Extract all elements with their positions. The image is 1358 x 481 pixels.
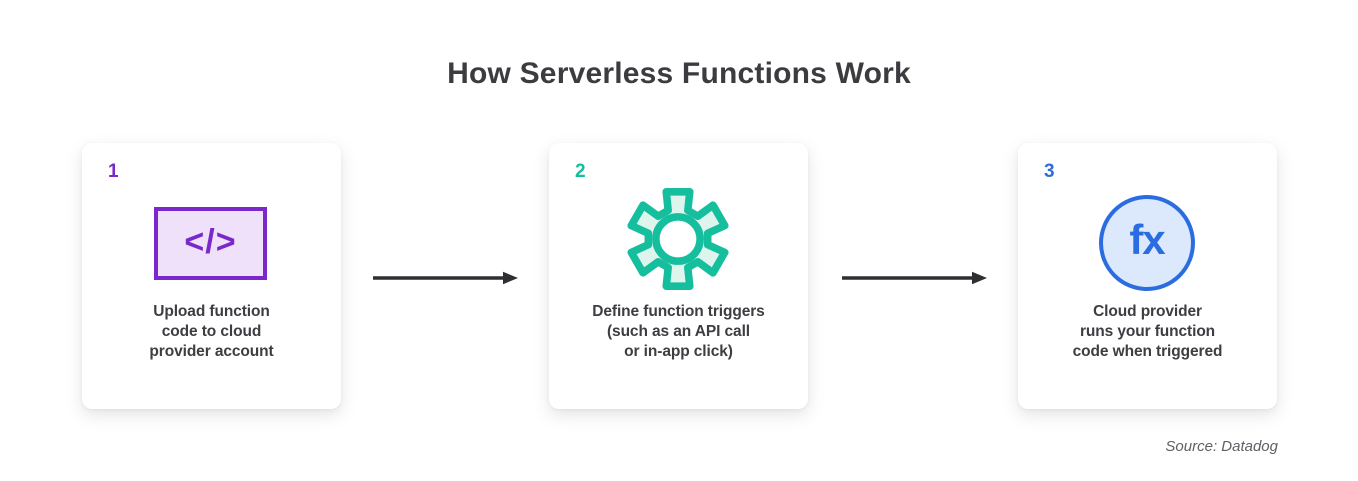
function-icon-glyph: fx	[1129, 216, 1165, 263]
source-attribution: Source: Datadog	[1165, 438, 1278, 455]
step-caption-2: Define function triggers (such as an API…	[549, 302, 808, 362]
caption-line: runs your function	[1079, 323, 1216, 340]
caption-line: Define function triggers	[592, 303, 765, 320]
function-icon: fx	[1099, 195, 1195, 291]
caption-line: Upload function	[153, 303, 270, 320]
step-caption-1: Upload function code to cloud provider a…	[82, 302, 341, 362]
caption-line: code when triggered	[1072, 343, 1223, 360]
code-icon-glyph: </>	[184, 223, 237, 261]
caption-line: provider account	[149, 343, 274, 360]
caption-line: (such as an API call	[606, 323, 750, 340]
arrow-right-icon	[842, 271, 987, 285]
step-card-2: 2 Define function triggers (such as an A…	[549, 143, 808, 409]
caption-line: code to cloud	[161, 323, 262, 340]
step-card-1: 1 </> Upload function code to cloud prov…	[82, 143, 341, 409]
step-card-3: 3 fx Cloud provider runs your function c…	[1018, 143, 1277, 409]
diagram-title: How Serverless Functions Work	[447, 57, 911, 90]
step-number-1: 1	[108, 161, 119, 182]
caption-line: Cloud provider	[1093, 303, 1202, 320]
gear-icon	[627, 188, 729, 290]
caption-line: or in-app click)	[624, 343, 733, 360]
code-icon: </>	[154, 207, 267, 280]
step-caption-3: Cloud provider runs your function code w…	[1018, 302, 1277, 362]
step-number-3: 3	[1044, 161, 1055, 182]
arrow-right-icon	[373, 271, 518, 285]
step-number-2: 2	[575, 161, 586, 182]
